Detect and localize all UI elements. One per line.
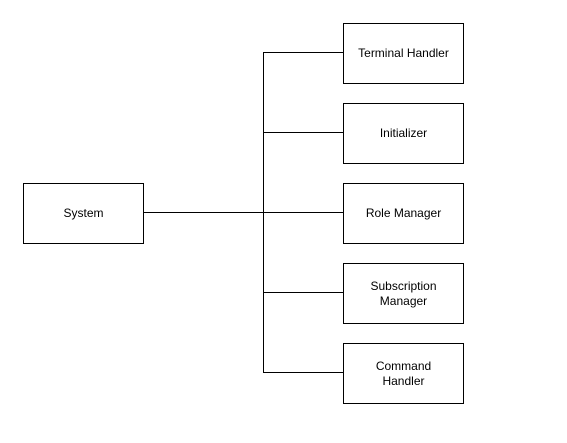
connector-to-initializer: [263, 132, 343, 133]
node-subscription-manager: Subscription Manager: [343, 263, 464, 324]
connector-to-subscription-manager: [263, 292, 343, 293]
node-system: System: [23, 183, 144, 244]
connector-to-terminal-handler: [263, 52, 343, 53]
node-initializer-label: Initializer: [379, 126, 428, 140]
node-command-handler-label: Command Handler: [375, 358, 432, 388]
node-terminal-handler-label: Terminal Handler: [358, 46, 449, 60]
node-subscription-manager-label: Subscription Manager: [370, 278, 437, 308]
node-system-label: System: [63, 206, 104, 220]
connector-root-to-trunk: [143, 212, 263, 213]
connector-to-role-manager: [263, 212, 343, 213]
node-role-manager-label: Role Manager: [365, 206, 442, 220]
node-terminal-handler: Terminal Handler: [343, 23, 464, 84]
connector-to-command-handler: [263, 372, 343, 373]
node-role-manager: Role Manager: [343, 183, 464, 244]
node-initializer: Initializer: [343, 103, 464, 164]
node-command-handler: Command Handler: [343, 343, 464, 404]
